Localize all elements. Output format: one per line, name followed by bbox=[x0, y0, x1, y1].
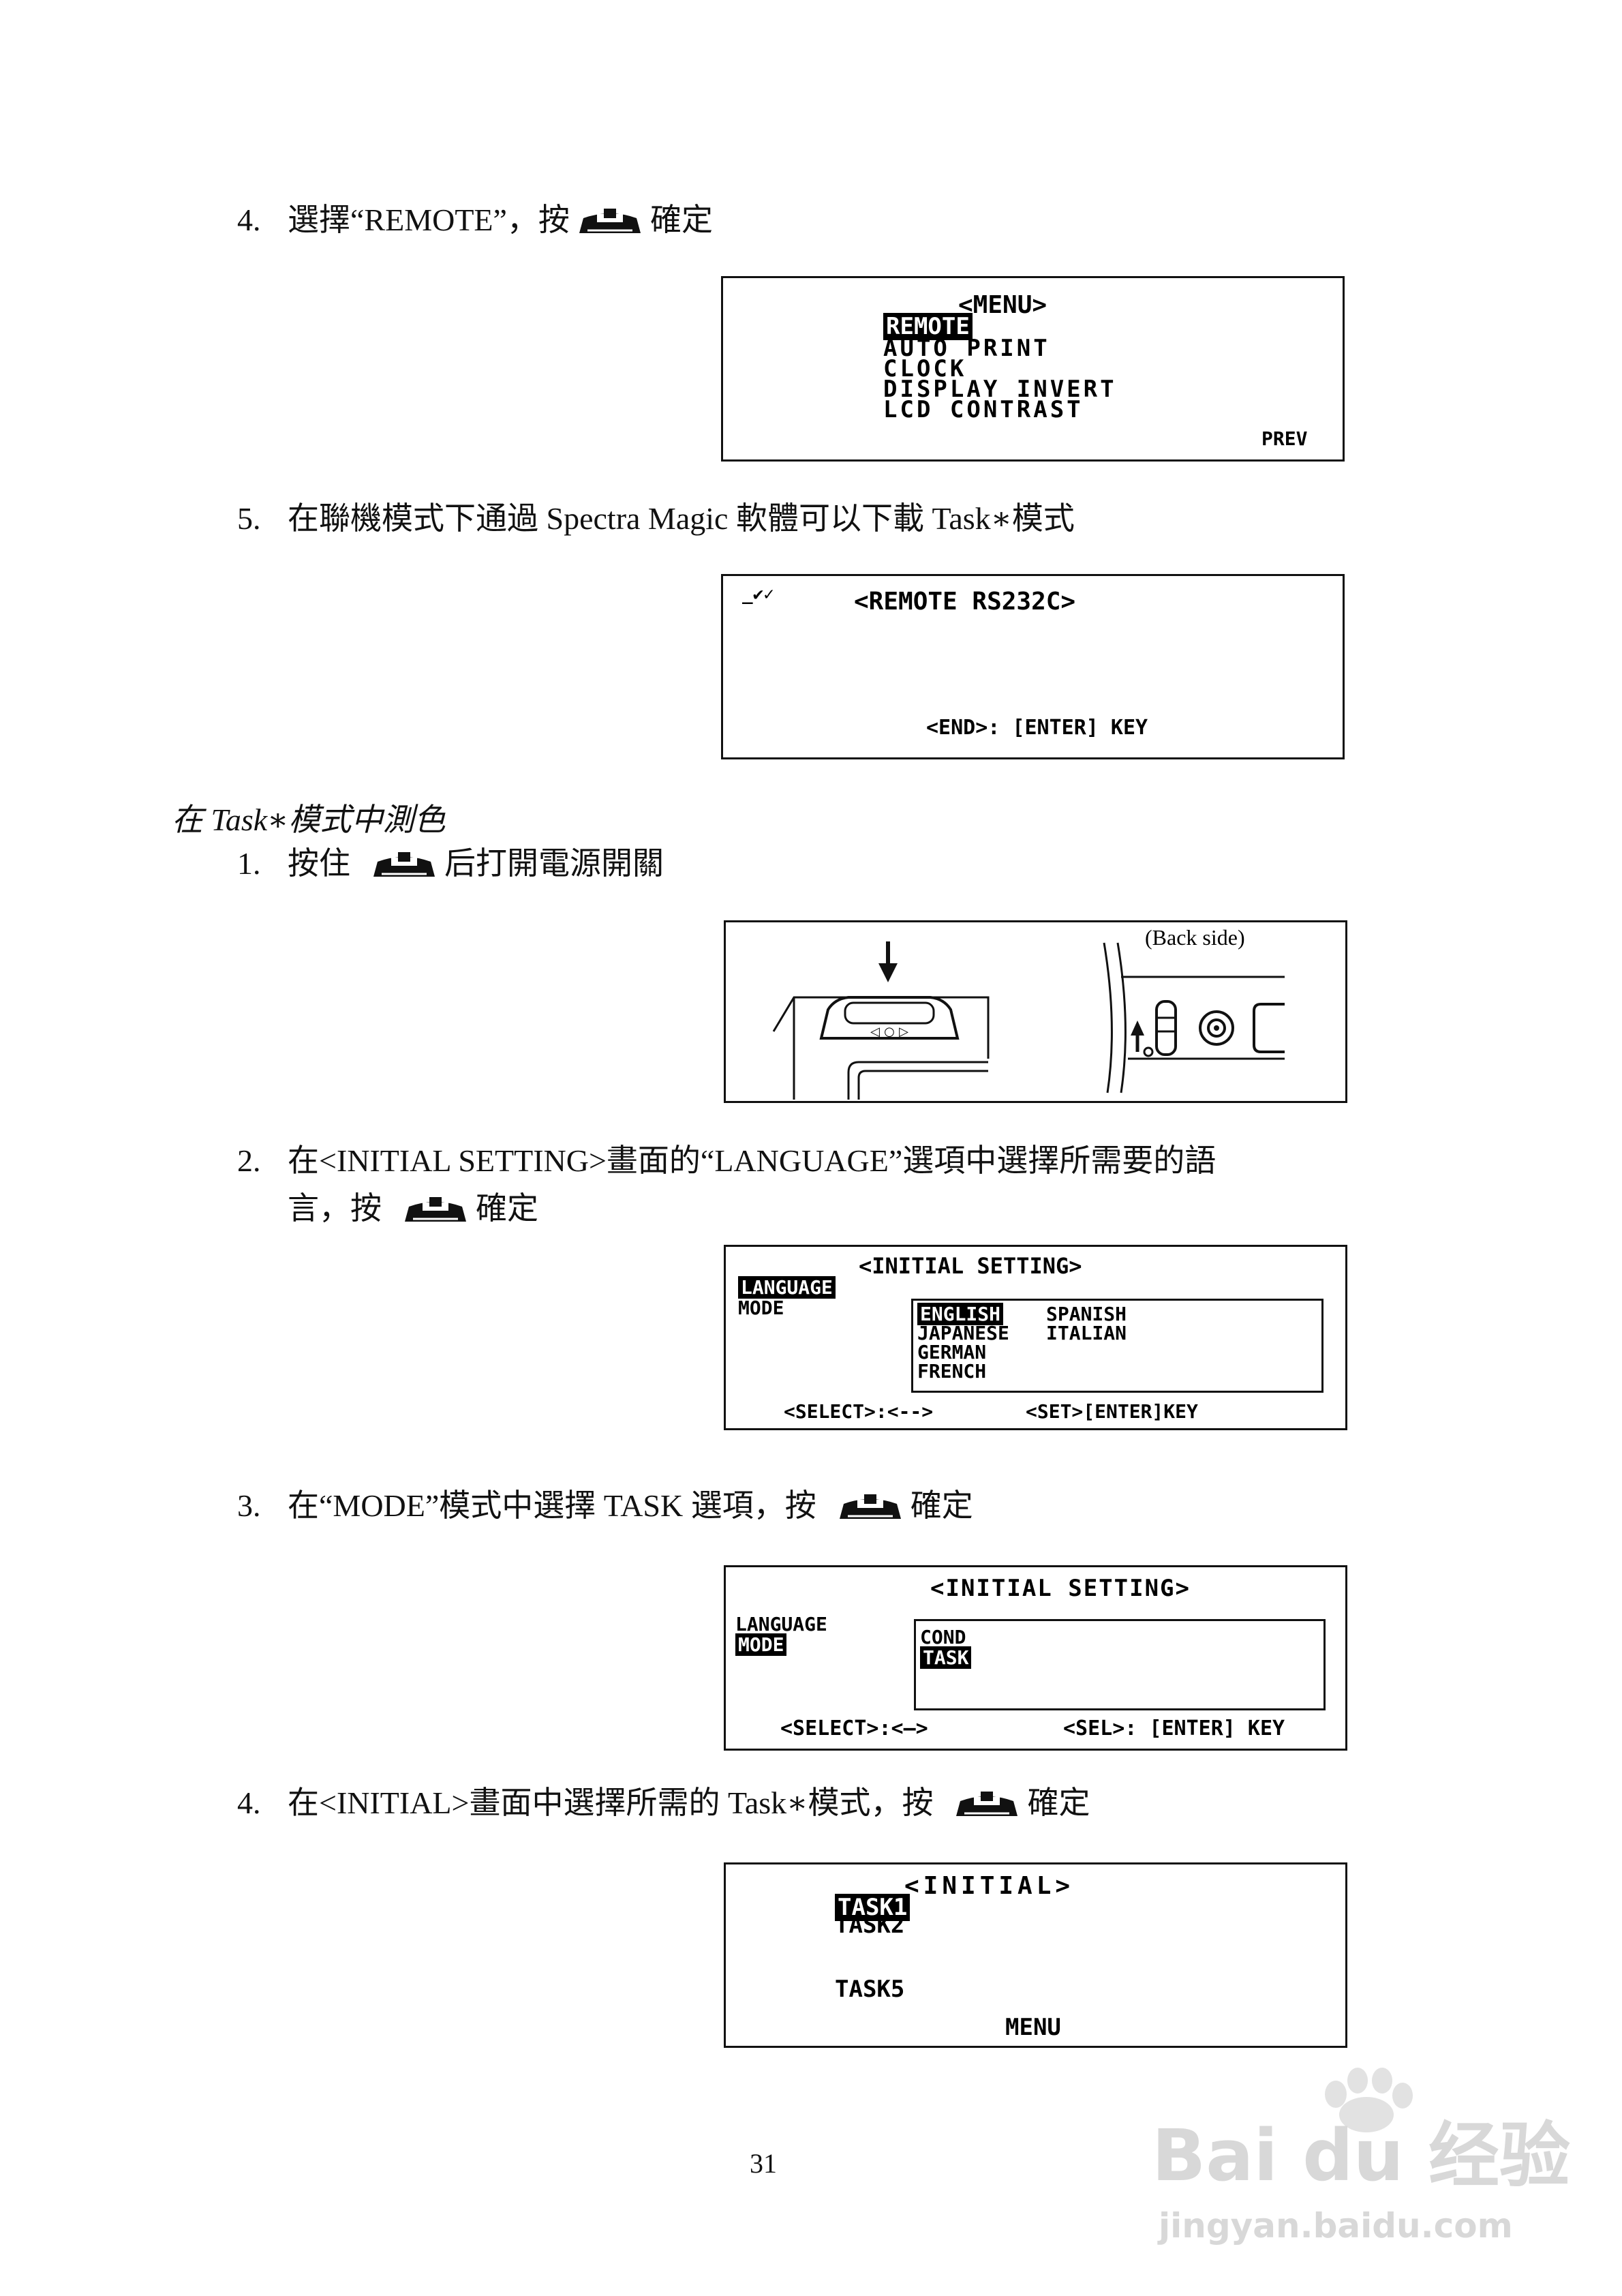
step-text-after: 確定 bbox=[649, 202, 713, 237]
baidu-watermark: Bai du 经验 jingyan.baidu.com bbox=[1152, 2066, 1570, 2270]
language-option-spanish[interactable]: SPANISH bbox=[1046, 1303, 1127, 1325]
enter-key-icon bbox=[402, 1194, 469, 1230]
paw-logo-icon bbox=[1325, 2068, 1413, 2132]
enter-key-icon bbox=[953, 1789, 1020, 1824]
step-number: 1. bbox=[237, 846, 261, 881]
language-option-german[interactable]: GERMAN bbox=[917, 1341, 987, 1363]
step-4-remote: 4. 選擇“REMOTE”，按 確定 bbox=[237, 205, 713, 241]
task-step-4: 4. 在<INITIAL>畫面中選擇所需的 Task∗模式，按 確定 bbox=[237, 1787, 1090, 1824]
step-text: 言，按 bbox=[288, 1191, 382, 1226]
step-number: 4. bbox=[237, 1785, 261, 1820]
mode-option-task[interactable]: TASK bbox=[920, 1646, 972, 1669]
step-text: 在聯機模式下通過 Spectra Magic 軟體可以下載 Task∗模式 bbox=[288, 501, 1075, 536]
lcd-screen-remote: ̲✔✓ <REMOTE RS232C> <END>: [ENTER] KEY bbox=[721, 574, 1345, 759]
menu-item-lcd-contrast: LCD CONTRAST bbox=[883, 396, 1084, 423]
remote-footer: <END>: [ENTER] KEY bbox=[926, 716, 1148, 740]
device-figure: ◁ ○ ▷ (Back side) bbox=[724, 920, 1347, 1103]
step-text: 在<INITIAL>畫面中選擇所需的 Task∗模式，按 bbox=[288, 1785, 934, 1820]
footer-sel: <SEL>: [ENTER] KEY bbox=[1063, 1717, 1285, 1740]
menu-prev: PREV bbox=[1261, 427, 1308, 450]
mode-options-box: COND TASK bbox=[914, 1619, 1326, 1710]
mode-option-cond[interactable]: COND bbox=[920, 1626, 966, 1648]
lcd-screen-menu: <MENU> REMOTE AUTO PRINT CLOCK DISPLAY I… bbox=[721, 276, 1345, 462]
footer-select: <SELECT>:<--> bbox=[784, 1400, 934, 1423]
enter-key-icon bbox=[837, 1492, 904, 1527]
task-item-1[interactable]: TASK1 bbox=[835, 1894, 911, 1921]
task-item-5[interactable]: TASK5 bbox=[835, 1976, 905, 2003]
svg-text:◁ ○ ▷: ◁ ○ ▷ bbox=[870, 1025, 908, 1039]
menu-item-clock: CLOCK bbox=[883, 355, 967, 382]
step-text-after: 確定 bbox=[476, 1191, 538, 1226]
step-number: 2. bbox=[237, 1143, 261, 1178]
step-number: 3. bbox=[237, 1488, 261, 1523]
step-5-remote: 5. 在聯機模式下通過 Spectra Magic 軟體可以下載 Task∗模式 bbox=[237, 503, 1075, 534]
watermark-brand: Bai du 经验 bbox=[1152, 2114, 1570, 2197]
connection-status-icon: ̲✔✓ bbox=[742, 584, 774, 605]
page-number: 31 bbox=[750, 2148, 777, 2179]
initial-setting-title: <INITIAL SETTING> bbox=[859, 1253, 1082, 1279]
lcd-screen-mode: <INITIAL SETTING> LANGUAGE MODE COND TAS… bbox=[724, 1565, 1347, 1751]
footer-set: <SET>[ENTER]KEY bbox=[1026, 1400, 1198, 1423]
watermark-url: jingyan.baidu.com bbox=[1159, 2206, 1513, 2246]
step-number: 4. bbox=[237, 202, 261, 237]
initial-menu[interactable]: MENU bbox=[1005, 2014, 1061, 2041]
task-item-2[interactable]: TASK2 bbox=[835, 1912, 905, 1939]
language-option-english[interactable]: ENGLISH bbox=[917, 1303, 1004, 1325]
lcd-screen-language: <INITIAL SETTING> LANGUAGE MODE ENGLISH … bbox=[724, 1245, 1347, 1430]
back-side-label: (Back side) bbox=[1145, 925, 1245, 950]
lcd-screen-initial: <INITIAL> TASK1 TASK2 TASK5 MENU bbox=[724, 1862, 1347, 2048]
label-language: LANGUAGE bbox=[735, 1613, 827, 1635]
step-text: 按住 bbox=[288, 846, 350, 881]
step-text-after: 確定 bbox=[910, 1488, 973, 1523]
step-text: 在“MODE”模式中選擇 TASK 選項，按 bbox=[288, 1488, 816, 1523]
remote-title: <REMOTE RS232C> bbox=[854, 588, 1076, 616]
language-options-box: ENGLISH JAPANESE GERMAN FRENCH SPANISH I… bbox=[911, 1299, 1323, 1393]
step-number: 5. bbox=[237, 501, 261, 536]
menu-item-remote: REMOTE bbox=[883, 313, 973, 340]
section-heading: 在 Task∗模式中測色 bbox=[172, 802, 446, 837]
enter-key-icon bbox=[577, 206, 643, 241]
menu-item-auto-print: AUTO PRINT bbox=[883, 335, 1050, 362]
label-mode: MODE bbox=[735, 1633, 787, 1656]
step-text-after: 確定 bbox=[1027, 1785, 1090, 1820]
task-step-3: 3. 在“MODE”模式中選擇 TASK 選項，按 確定 bbox=[237, 1490, 973, 1527]
label-language: LANGUAGE bbox=[738, 1276, 836, 1299]
step-text-after: 后打開電源開關 bbox=[444, 846, 664, 881]
language-option-japanese[interactable]: JAPANESE bbox=[917, 1322, 1009, 1344]
footer-select: <SELECT>:<—> bbox=[780, 1717, 928, 1740]
label-mode: MODE bbox=[738, 1297, 784, 1319]
menu-title: <MENU> bbox=[958, 291, 1047, 319]
language-option-italian[interactable]: ITALIAN bbox=[1046, 1322, 1127, 1344]
enter-key-icon bbox=[371, 849, 438, 885]
initial-setting-title: <INITIAL SETTING> bbox=[930, 1575, 1191, 1602]
task-step-1: 1. 按住 后打開電源開關 bbox=[237, 848, 664, 885]
step-text: 選擇“REMOTE”，按 bbox=[288, 202, 570, 237]
step-text: 在<INITIAL SETTING>畫面的“LANGUAGE”選項中選擇所需要的… bbox=[288, 1143, 1216, 1178]
task-step-2-line2: 言，按 確定 bbox=[288, 1193, 538, 1230]
language-option-french[interactable]: FRENCH bbox=[917, 1360, 987, 1383]
task-step-2: 2. 在<INITIAL SETTING>畫面的“LANGUAGE”選項中選擇所需… bbox=[237, 1145, 1216, 1177]
device-illustration: ◁ ○ ▷ bbox=[772, 941, 1285, 1100]
menu-item-display-invert: DISPLAY INVERT bbox=[883, 376, 1117, 403]
initial-title: <INITIAL> bbox=[904, 1872, 1075, 1900]
